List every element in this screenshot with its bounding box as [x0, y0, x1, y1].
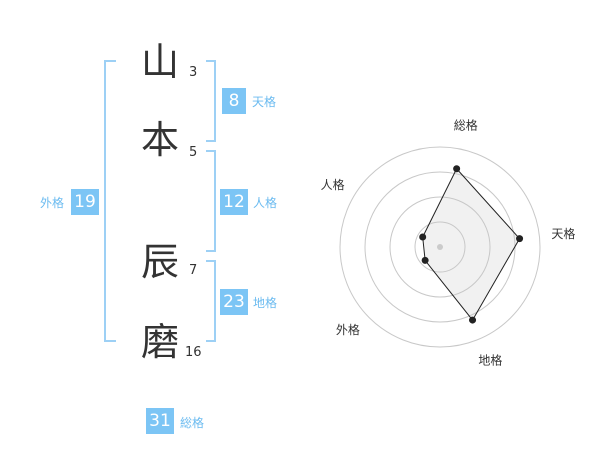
radar-point-2 [516, 235, 524, 243]
radar-ring-1 [414, 221, 466, 273]
radar-points [419, 165, 524, 324]
radar-point-3 [469, 316, 477, 324]
gaikaku-badge: 19 [71, 189, 99, 215]
radar-ring-4 [339, 146, 541, 348]
name-char-3: 辰 [140, 240, 179, 284]
soukaku-badge: 31 [146, 408, 174, 434]
jinkaku-bracket [206, 150, 216, 252]
radar-center-dot [437, 244, 443, 250]
radar-point-4 [421, 256, 429, 264]
radar-axis-label-4: 外格 [336, 322, 360, 337]
radar-ring-2 [389, 196, 491, 298]
chikaku-label: 地格 [253, 296, 278, 310]
jinkaku-label: 人格 [253, 196, 278, 210]
radar-point-1 [453, 165, 461, 173]
radar-axis-label-1: 総格 [454, 118, 478, 133]
radar-series-area [422, 167, 521, 321]
soukaku-label: 総格 [180, 416, 205, 430]
tenkaku-bracket [206, 60, 216, 142]
chikaku-badge: 23 [220, 289, 248, 315]
radar-axis-label-5: 人格 [321, 177, 345, 192]
name-char-4: 磨 [140, 320, 179, 364]
chikaku-bracket [206, 260, 216, 342]
radar-point-5 [419, 233, 427, 241]
tenkaku-badge: 8 [222, 88, 246, 114]
jinkaku-badge: 12 [220, 189, 248, 215]
stroke-count-4: 16 [185, 345, 202, 360]
name-char-2: 本 [140, 118, 179, 162]
tenkaku-label: 天格 [252, 95, 277, 109]
radar-axis-label-2: 天格 [551, 226, 575, 241]
radar-axis-label-3: 地格 [478, 352, 502, 367]
gaikaku-bracket [104, 60, 116, 342]
gaikaku-label: 外格 [40, 196, 65, 210]
name-char-1: 山 [140, 40, 179, 84]
stroke-count-2: 5 [189, 145, 198, 160]
stroke-count-1: 3 [189, 65, 198, 80]
stroke-count-3: 7 [189, 263, 198, 278]
